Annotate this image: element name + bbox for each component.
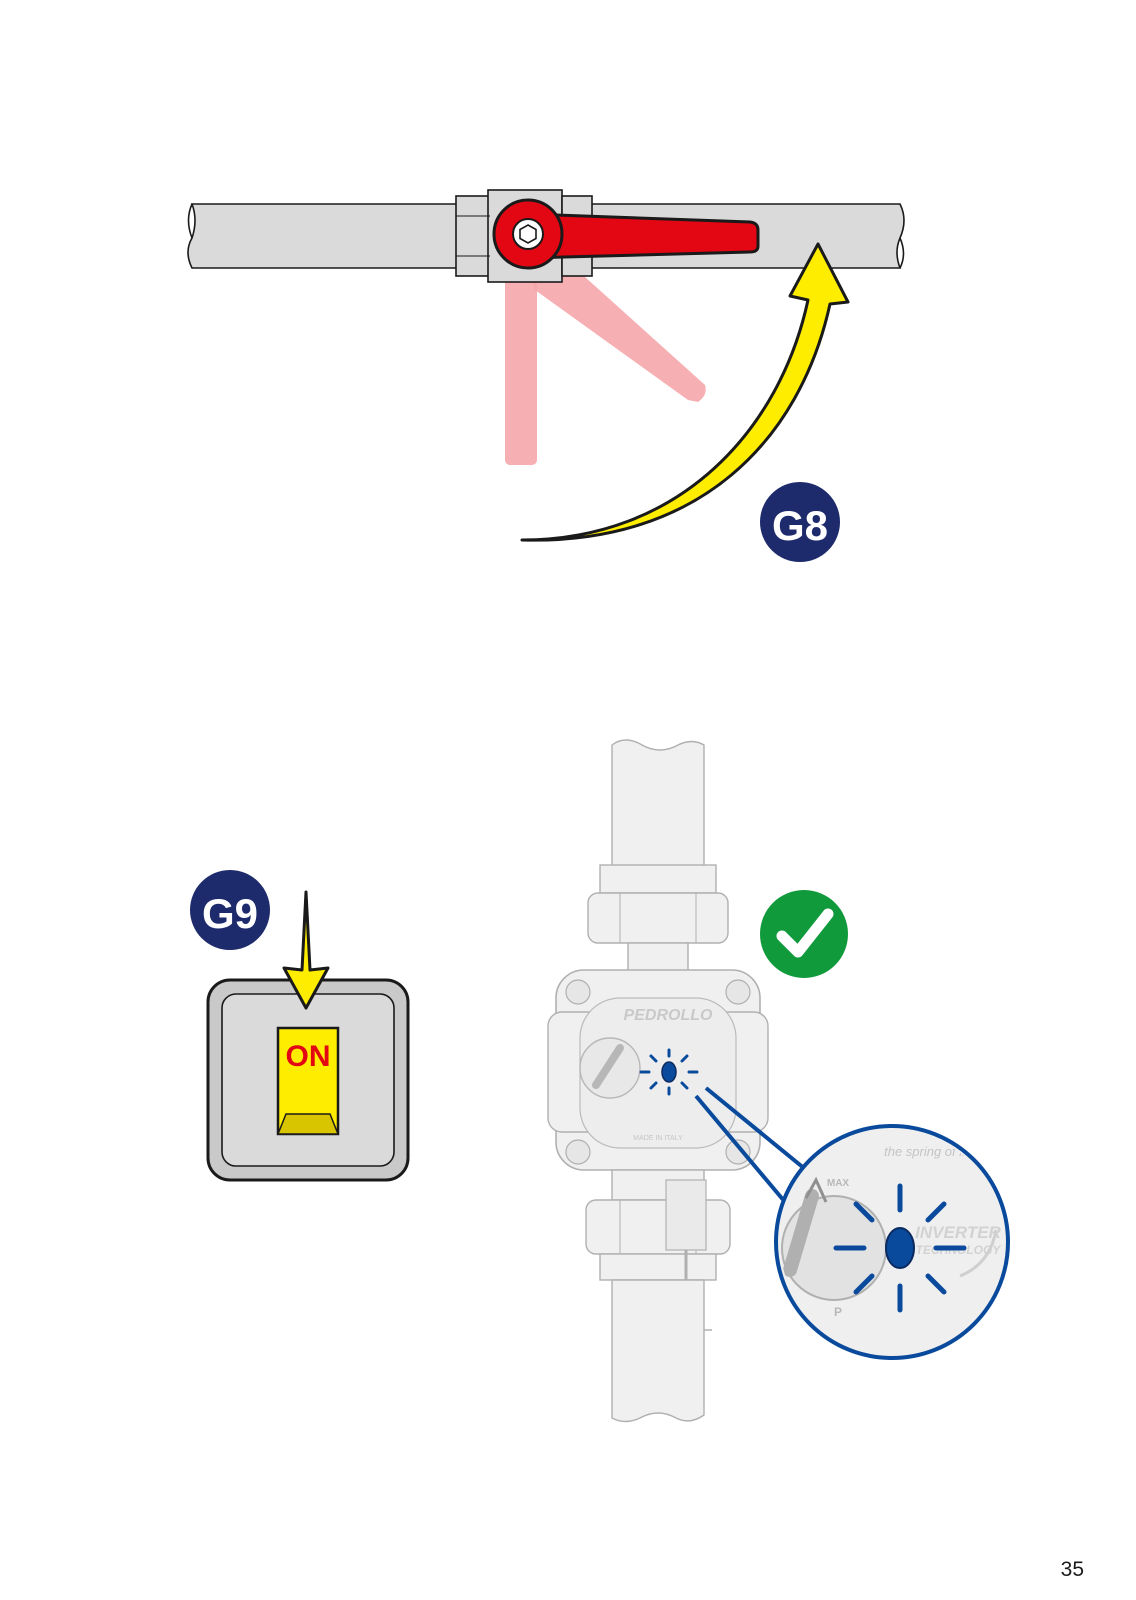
magnified-max-label: MAX <box>827 1178 850 1189</box>
step-label-g9: G9 <box>202 890 258 937</box>
wall-switch: ON <box>206 978 410 1182</box>
ok-check-icon <box>760 890 848 978</box>
pipe-with-ball-valve <box>187 189 905 465</box>
magnified-led-view: the spring of life MAX INVERTER TECHNOLO… <box>774 1124 1010 1360</box>
valve-handle <box>492 198 760 270</box>
rotation-arrow <box>520 242 850 542</box>
magnified-inverter-line1: INVERTER <box>915 1223 1001 1242</box>
pump-made-in: MADE IN ITALY <box>633 1135 683 1142</box>
magnified-p-label: P <box>834 1305 842 1319</box>
step-badge-g8: G8 <box>760 482 840 562</box>
step-badge-g9: G9 <box>190 870 270 950</box>
ghost-handle-diagonal <box>530 250 706 402</box>
valve-nut-left <box>455 195 491 277</box>
pump-assembly: PEDROLLO MADE IN ITALY <box>547 739 769 1423</box>
switch-on-label: ON <box>286 1040 331 1073</box>
ghost-handle-vertical <box>505 265 537 465</box>
pump-led-small <box>639 1048 699 1096</box>
page-number: 35 <box>1060 1558 1084 1581</box>
step-label-g8: G8 <box>772 502 828 549</box>
pump-brand: PEDROLLO <box>624 1007 713 1024</box>
press-arrow <box>282 890 330 1010</box>
magnifier-connector <box>694 1086 818 1210</box>
